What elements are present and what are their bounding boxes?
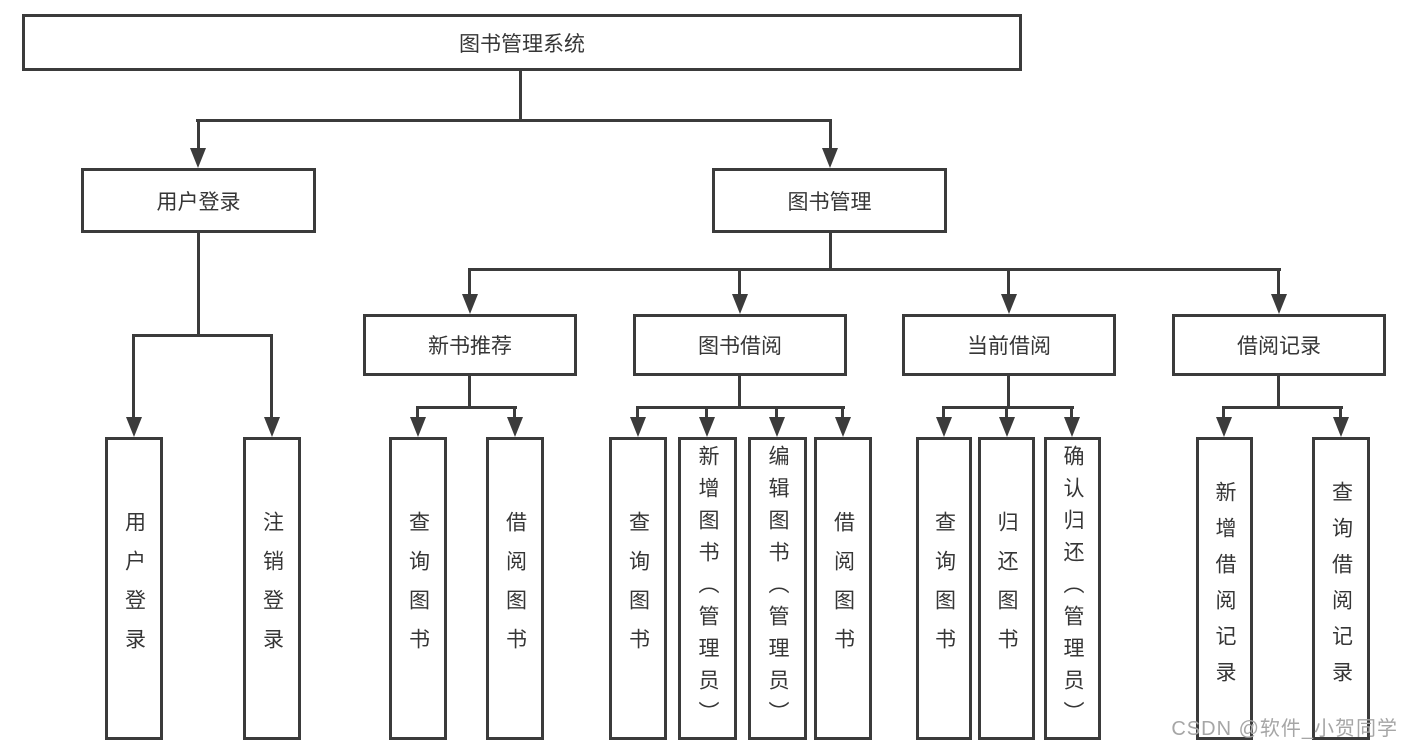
node-book-borrow: 图书借阅 <box>633 314 847 376</box>
arrow-down-icon <box>999 417 1015 437</box>
connector-line <box>738 376 741 409</box>
connector-line <box>270 334 273 419</box>
node-root: 图书管理系统 <box>22 14 1022 71</box>
leaf-query-books-current: 查询图书 <box>916 437 972 740</box>
arrow-down-icon <box>126 417 142 437</box>
leaf-query-books-recommend: 查询图书 <box>389 437 447 740</box>
connector-line <box>132 334 272 337</box>
node-borrow-records: 借阅记录 <box>1172 314 1386 376</box>
connector-line <box>1222 406 1225 419</box>
connector-line <box>1277 376 1280 409</box>
leaf-borrow-books-recommend: 借阅图书 <box>486 437 544 740</box>
leaf-borrow-books-recommend-label: 借阅图书 <box>503 510 527 667</box>
leaf-query-books-current-label: 查询图书 <box>932 510 956 667</box>
leaf-user-login: 用户登录 <box>105 437 163 740</box>
leaf-add-borrow-record-label: 新增借阅记录 <box>1213 480 1236 697</box>
connector-line <box>1007 268 1010 296</box>
leaf-borrow-books-borrow: 借阅图书 <box>814 437 872 740</box>
connector-line <box>636 406 639 419</box>
connector-line <box>468 376 471 409</box>
leaf-borrow-books-borrow-label: 借阅图书 <box>831 510 855 667</box>
connector-line <box>519 71 522 121</box>
node-book-management-label: 图书管理 <box>787 190 872 214</box>
node-current-borrow-label: 当前借阅 <box>967 335 1051 358</box>
arrow-down-icon <box>1333 417 1349 437</box>
node-new-book-recommend-label: 新书推荐 <box>428 335 512 358</box>
connector-line <box>705 406 708 419</box>
leaf-edit-book-admin-label: 编辑图书（管理员） <box>766 444 789 733</box>
connector-line <box>132 334 135 419</box>
connector-line <box>1277 268 1280 296</box>
arrow-down-icon <box>936 417 952 437</box>
connector-line <box>942 406 1074 409</box>
node-user-login-label: 用户登录 <box>156 190 241 214</box>
arrow-down-icon <box>190 148 206 168</box>
leaf-add-book-admin: 新增图书（管理员） <box>678 437 737 740</box>
leaf-query-books-borrow: 查询图书 <box>609 437 667 740</box>
arrow-down-icon <box>264 417 280 437</box>
arrow-down-icon <box>1064 417 1080 437</box>
connector-line <box>197 119 200 150</box>
leaf-edit-book-admin: 编辑图书（管理员） <box>748 437 807 740</box>
arrow-down-icon <box>1271 294 1287 314</box>
connector-line <box>775 406 778 419</box>
connector-line <box>468 268 471 296</box>
arrow-down-icon <box>769 417 785 437</box>
arrow-down-icon <box>699 417 715 437</box>
connector-line <box>1222 406 1343 409</box>
connector-line <box>636 406 845 409</box>
arrow-down-icon <box>1216 417 1232 437</box>
watermark: CSDN @软件_小贺同学 <box>1171 718 1398 740</box>
connector-line <box>468 268 1281 271</box>
leaf-query-borrow-record: 查询借阅记录 <box>1312 437 1370 740</box>
node-root-label: 图书管理系统 <box>459 32 585 56</box>
connector-line <box>1005 406 1008 419</box>
connector-line <box>841 406 844 419</box>
arrow-down-icon <box>732 294 748 314</box>
arrow-down-icon <box>462 294 478 314</box>
connector-line <box>197 233 200 335</box>
leaf-query-books-recommend-label: 查询图书 <box>406 510 430 667</box>
arrow-down-icon <box>1001 294 1017 314</box>
node-user-login: 用户登录 <box>81 168 316 233</box>
leaf-query-books-borrow-label: 查询图书 <box>626 510 650 667</box>
connector-line <box>1339 406 1342 419</box>
node-book-borrow-label: 图书借阅 <box>698 335 782 358</box>
connector-line <box>416 406 419 419</box>
leaf-logout: 注销登录 <box>243 437 301 740</box>
arrow-down-icon <box>630 417 646 437</box>
leaf-confirm-return-admin-label: 确认归还（管理员） <box>1061 444 1084 733</box>
connector-line <box>196 119 831 122</box>
leaf-add-book-admin-label: 新增图书（管理员） <box>696 444 719 733</box>
connector-line <box>942 406 945 419</box>
node-book-management: 图书管理 <box>712 168 947 233</box>
leaf-return-books: 归还图书 <box>978 437 1035 740</box>
node-current-borrow: 当前借阅 <box>902 314 1116 376</box>
connector-line <box>829 233 832 271</box>
arrow-down-icon <box>822 148 838 168</box>
leaf-logout-label: 注销登录 <box>260 510 284 667</box>
connector-line <box>1007 376 1010 409</box>
arrow-down-icon <box>835 417 851 437</box>
connector-line <box>513 406 516 419</box>
connector-line <box>829 119 832 150</box>
leaf-confirm-return-admin: 确认归还（管理员） <box>1044 437 1101 740</box>
connector-line <box>416 406 517 409</box>
connector-line <box>1070 406 1073 419</box>
arrow-down-icon <box>507 417 523 437</box>
arrow-down-icon <box>410 417 426 437</box>
leaf-user-login-label: 用户登录 <box>122 510 146 667</box>
connector-line <box>738 268 741 296</box>
leaf-return-books-label: 归还图书 <box>995 510 1018 667</box>
node-borrow-records-label: 借阅记录 <box>1237 335 1321 358</box>
leaf-query-borrow-record-label: 查询借阅记录 <box>1329 480 1353 697</box>
leaf-add-borrow-record: 新增借阅记录 <box>1196 437 1253 740</box>
node-new-book-recommend: 新书推荐 <box>363 314 577 376</box>
